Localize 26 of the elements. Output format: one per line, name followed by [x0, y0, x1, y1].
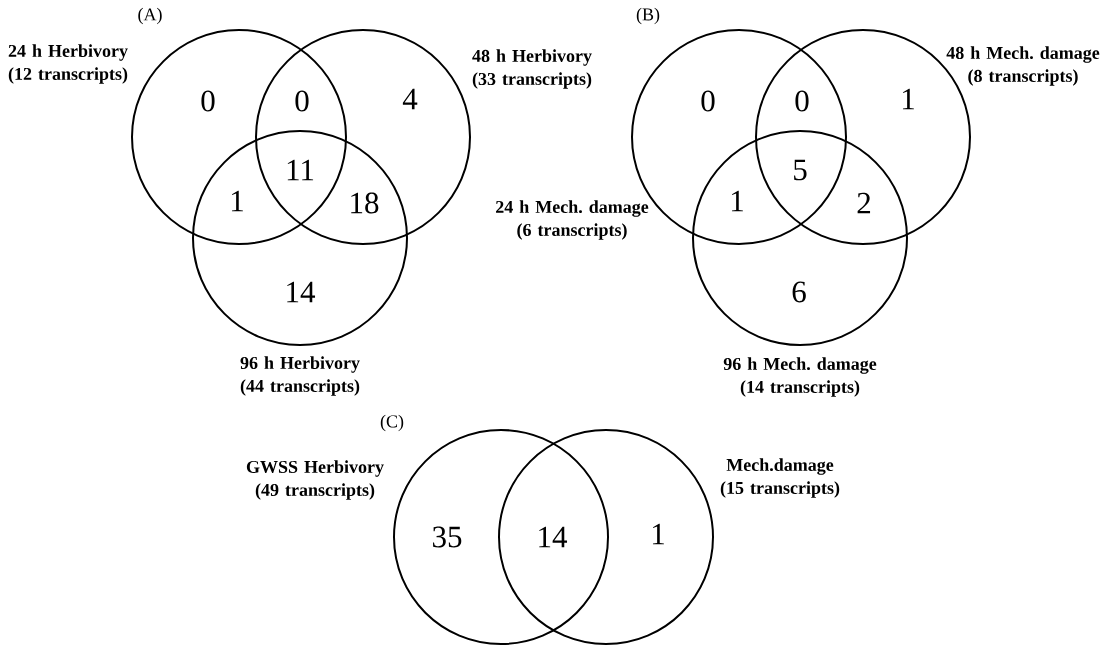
count-number: 4 — [402, 88, 418, 110]
count-number: 1 — [232, 190, 243, 212]
count-number: 14 — [287, 281, 316, 303]
count-number: 0 — [701, 90, 715, 112]
count-number: 2 — [857, 192, 871, 214]
count-number: 5 — [794, 159, 807, 181]
count-number: 0 — [201, 90, 215, 112]
count-number: 1 — [903, 88, 914, 110]
set-label: GWSS Herbivory (49 transcripts) — [246, 460, 384, 500]
set-label: 48 h Herbivory (33 transcripts) — [472, 49, 592, 89]
set-label: Mech.damage (15 transcripts) — [720, 458, 840, 498]
set-label: 96 h Mech. damage (14 transcripts) — [723, 357, 877, 397]
count-number: 0 — [295, 90, 309, 112]
count-number: 0 — [795, 90, 809, 112]
count-number: 18 — [351, 192, 379, 214]
set-label: 24 h Herbivory (12 transcripts) — [8, 44, 128, 84]
set-label: 48 h Mech. damage (8 transcripts) — [946, 46, 1100, 86]
count-number: 35 — [433, 526, 462, 548]
count-number: 1 — [653, 523, 664, 545]
count-number: 6 — [792, 281, 806, 303]
count-number: 14 — [539, 526, 568, 548]
count-number: 11 — [287, 159, 314, 181]
set-label: 96 h Herbivory (44 transcripts) — [240, 356, 360, 396]
panel-letter: (C) — [380, 414, 404, 432]
count-number: 1 — [732, 190, 743, 212]
set-label: 24 h Mech. damage (6 transcripts) — [496, 200, 649, 240]
